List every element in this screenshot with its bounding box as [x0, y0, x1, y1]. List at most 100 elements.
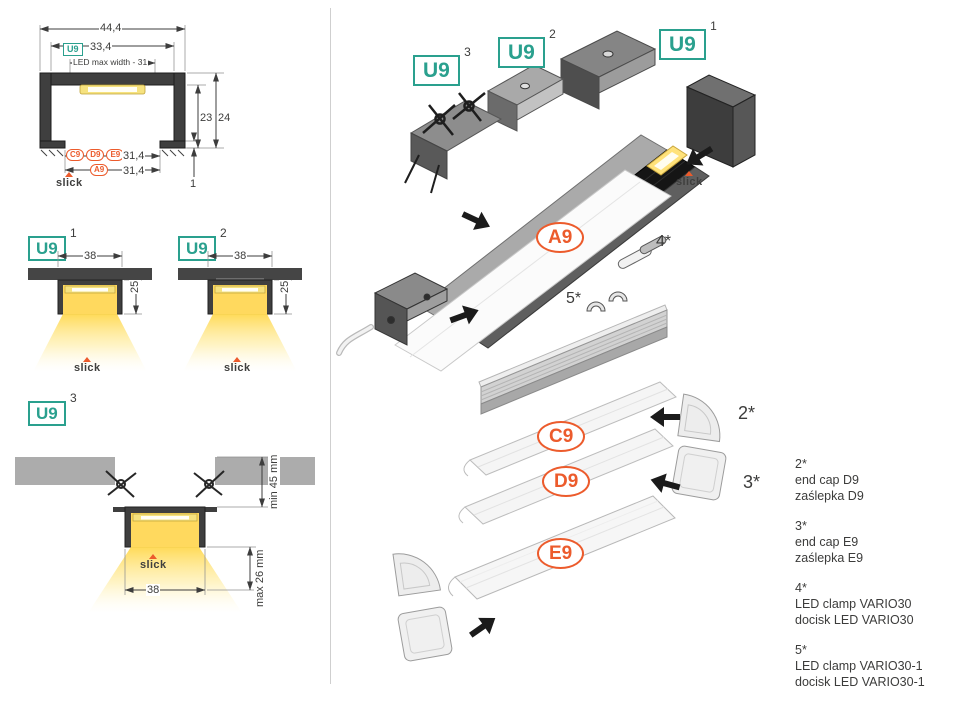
u9-badge-cross-section: U9: [63, 39, 83, 57]
legend-text-pl: zaślepka D9: [795, 489, 864, 503]
legend-number: 3*: [795, 519, 807, 533]
dim-overall-width: 44,4: [99, 22, 123, 35]
arrow-icon: [465, 609, 502, 644]
dim-width: 38: [83, 250, 98, 263]
led-max-width-label: LED max width - 31: [72, 57, 149, 68]
slick-wordmark: slick: [224, 362, 251, 374]
ribbed-rail: [478, 304, 668, 415]
led-strip-core: [88, 87, 137, 92]
exploded-assembly-drawing: [336, 30, 757, 662]
dim-height: 25: [279, 279, 292, 294]
c9-badge: C9: [537, 421, 586, 452]
end-cap-d9: [677, 393, 721, 443]
led-clamps-vario30-1: [586, 291, 628, 312]
slick-logo-mount-1: slick: [74, 357, 101, 374]
slick-roof-icon: [149, 554, 158, 559]
ceiling-left: [15, 457, 115, 485]
bracket-variant-1: [559, 30, 657, 110]
marker-3: 3*: [743, 472, 761, 492]
dim-max-depth: max 26 mm: [254, 548, 267, 608]
bracket-variant-2: [486, 64, 565, 132]
mount-diagram-1: [28, 251, 152, 372]
legend-number: 5*: [795, 643, 807, 657]
d9-badge: D9: [542, 466, 591, 497]
u9-label: U9: [63, 43, 83, 56]
ceiling-right: [215, 457, 315, 485]
d9-badge-small: D9: [86, 149, 105, 161]
u9-badge-exploded-2: U9 2: [498, 27, 556, 68]
slick-wordmark: slick: [74, 362, 101, 374]
profile-section: [39, 72, 186, 149]
u9-variant-number: 1: [710, 19, 717, 33]
u9-variant-number: 2: [549, 27, 556, 41]
end-cap-square-bottom: [397, 606, 453, 662]
slick-logo-mount-2: slick: [224, 357, 251, 374]
dim-inner-width: 33,4: [89, 41, 113, 54]
legend-text-pl: docisk LED VARIO30-1: [795, 675, 925, 689]
c9-badge-small: C9: [66, 149, 85, 161]
mount-diagram-2: [178, 251, 302, 372]
dim-width: 38: [233, 250, 248, 263]
legend-text-en: end cap D9: [795, 473, 859, 487]
mount-diagram-3: [15, 456, 315, 613]
legend-text-en: LED clamp VARIO30-1: [795, 659, 923, 673]
legend-item-led-clamp-vario30: 4* LED clamp VARIO30 docisk LED VARIO30: [795, 580, 960, 628]
legend-text-en: end cap E9: [795, 535, 859, 549]
slick-roof-icon: [233, 357, 242, 362]
arrow-icon: [650, 407, 680, 427]
slick-wordmark: slick: [140, 559, 167, 571]
slick-roof-icon: [83, 357, 92, 362]
slick-wordmark: slick: [56, 177, 83, 189]
dim-outer-height: 24: [217, 112, 232, 125]
u9-badge-exploded-3: U9 3: [413, 45, 471, 86]
legend-item-led-clamp-vario30-1: 5* LED clamp VARIO30-1 docisk LED VARIO3…: [795, 642, 960, 690]
dim-base-thickness: 1: [189, 178, 198, 191]
slick-logo-cross-section: slick: [56, 172, 83, 189]
slick-logo-mount-3: slick: [140, 554, 167, 571]
slick-logo-exploded: slick: [676, 171, 703, 188]
led-clamps-vario30: [617, 235, 667, 269]
legend: 2* end cap D9 zaślepka D9 3* end cap E9 …: [795, 456, 960, 704]
end-cap-e9: [671, 445, 727, 501]
a9-badge: A9: [536, 222, 585, 253]
ceiling-bar: [178, 268, 302, 280]
u9-label: U9: [413, 55, 460, 86]
u9-variant-number: 2: [220, 226, 227, 240]
slick-roof-icon: [685, 171, 694, 176]
end-bracket-right: [685, 74, 757, 168]
e9-badge-small: E9: [106, 149, 125, 161]
cover-badges-row: C9 D9 E9: [66, 149, 125, 161]
u9-badge-mount-3: U9 3: [28, 391, 77, 426]
e9-badge: E9: [537, 538, 585, 569]
a9-badge-small: A9: [90, 164, 109, 176]
end-bracket-left: [373, 272, 449, 346]
u9-variant-number: 1: [70, 226, 77, 240]
u9-variant-number: 3: [70, 391, 77, 405]
dim-covers-width: 31,4: [122, 150, 146, 163]
legend-item-end-cap-e9: 3* end cap E9 zaślepka E9: [795, 518, 960, 566]
light-glow: [33, 314, 147, 372]
diffuser-badge-row: A9: [90, 164, 109, 176]
arrow-icon: [458, 205, 495, 236]
end-cap-round-bottom: [392, 553, 441, 597]
legend-item-end-cap-d9: 2* end cap D9 zaślepka D9: [795, 456, 960, 504]
legend-text-pl: zaślepka E9: [795, 551, 864, 565]
section-divider: [330, 8, 331, 684]
u9-label: U9: [659, 29, 706, 60]
u9-label: U9: [28, 401, 66, 426]
dim-height: 25: [129, 279, 142, 294]
light-glow: [183, 314, 297, 372]
light-glow: [88, 547, 242, 613]
dim-inner-height: 23: [199, 112, 214, 125]
bracket-variant-3: [404, 92, 503, 194]
dim-min-depth: min 45 mm: [268, 453, 281, 510]
spring-clips: [105, 470, 225, 498]
dim-diffuser-width: 31,4: [122, 165, 146, 178]
slick-wordmark: slick: [676, 176, 703, 188]
marker-5: 5*: [566, 290, 582, 307]
legend-number: 4*: [795, 581, 807, 595]
slick-roof-icon: [65, 172, 74, 177]
u9-variant-number: 3: [464, 45, 471, 59]
legend-number: 2*: [795, 457, 807, 471]
